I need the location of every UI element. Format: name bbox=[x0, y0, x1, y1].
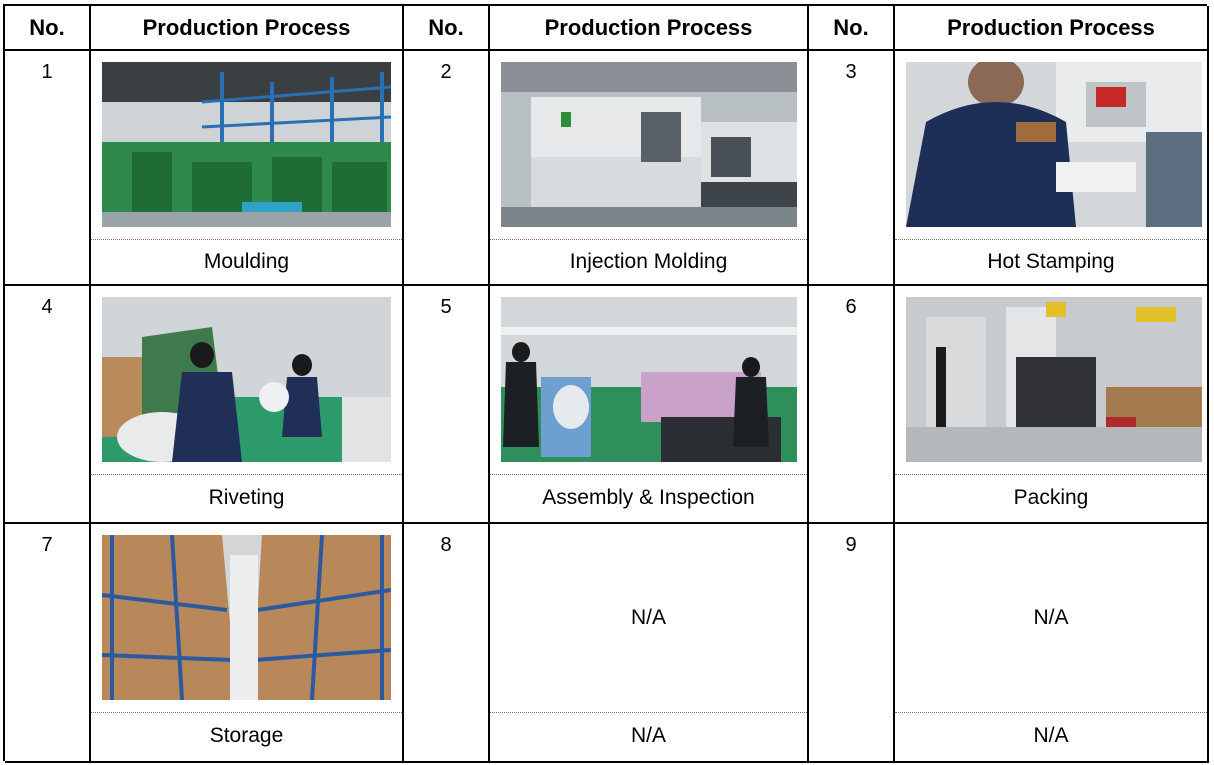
header-no-3: No. bbox=[809, 6, 895, 51]
process-cell-storage: Storage bbox=[91, 524, 404, 763]
row-number: 3 bbox=[809, 51, 895, 286]
process-cell-riveting: Riveting bbox=[91, 286, 404, 524]
process-caption: N/A bbox=[895, 711, 1207, 761]
row-number-text: 1 bbox=[41, 61, 53, 83]
header-no-1: No. bbox=[5, 6, 91, 51]
row-number: 2 bbox=[404, 51, 490, 286]
process-cell-na: N/A N/A bbox=[490, 524, 809, 763]
process-caption-text: N/A bbox=[630, 724, 666, 747]
process-cell-na: N/A N/A bbox=[895, 524, 1209, 763]
hot-stamping-photo bbox=[906, 62, 1202, 227]
process-caption-text: Moulding bbox=[203, 249, 290, 273]
photo-area bbox=[895, 286, 1207, 475]
row-number: 9 bbox=[809, 524, 895, 763]
row-number: 1 bbox=[5, 51, 91, 286]
header-process-label: Production Process bbox=[947, 14, 1155, 40]
header-process-1: Production Process bbox=[91, 6, 404, 51]
riveting-photo bbox=[102, 297, 391, 462]
process-cell-hot-stamping: Hot Stamping bbox=[895, 51, 1209, 286]
header-process-label: Production Process bbox=[544, 14, 753, 40]
photo-placeholder: N/A bbox=[490, 524, 807, 712]
header-no-2: No. bbox=[404, 6, 490, 51]
header-process-label: Production Process bbox=[142, 14, 351, 40]
process-caption-text: Storage bbox=[209, 724, 284, 747]
row-number-text: 5 bbox=[440, 296, 452, 318]
production-process-table: No. Production Process No. Production Pr… bbox=[3, 4, 1209, 763]
process-caption: N/A bbox=[490, 711, 807, 761]
assembly-inspection-photo bbox=[501, 297, 797, 462]
photo-placeholder-text: N/A bbox=[630, 606, 666, 629]
process-caption-text: Injection Molding bbox=[569, 249, 728, 273]
photo-area bbox=[91, 524, 402, 713]
process-caption: Moulding bbox=[91, 239, 402, 284]
row-number-text: 3 bbox=[845, 61, 857, 83]
row-number-text: 6 bbox=[845, 296, 857, 318]
header-process-2: Production Process bbox=[490, 6, 809, 51]
row-number-text: 7 bbox=[41, 534, 53, 556]
process-caption: Injection Molding bbox=[490, 239, 807, 284]
row-number: 4 bbox=[5, 286, 91, 524]
header-no-label: No. bbox=[29, 14, 65, 40]
row-number: 5 bbox=[404, 286, 490, 524]
photo-area bbox=[91, 286, 402, 475]
row-number-text: 2 bbox=[440, 61, 452, 83]
process-caption-text: Packing bbox=[1013, 486, 1089, 509]
process-caption-text: Assembly & Inspection bbox=[542, 486, 755, 509]
process-caption: Riveting bbox=[91, 474, 402, 522]
process-caption: Packing bbox=[895, 474, 1207, 522]
photo-placeholder-text: N/A bbox=[1033, 606, 1069, 629]
row-number: 8 bbox=[404, 524, 490, 763]
photo-area bbox=[91, 51, 402, 240]
process-caption: Assembly & Inspection bbox=[490, 474, 807, 522]
row-number: 7 bbox=[5, 524, 91, 763]
process-caption: Storage bbox=[91, 711, 402, 761]
photo-area: N/A bbox=[895, 524, 1207, 713]
packing-photo bbox=[906, 297, 1202, 462]
process-cell-packing: Packing bbox=[895, 286, 1209, 524]
header-process-3: Production Process bbox=[895, 6, 1209, 51]
photo-placeholder: N/A bbox=[895, 524, 1207, 712]
process-cell-injection-molding: Injection Molding bbox=[490, 51, 809, 286]
process-caption-text: Hot Stamping bbox=[987, 249, 1115, 273]
photo-area bbox=[490, 286, 807, 475]
row-number-text: 8 bbox=[440, 534, 452, 556]
row-number-text: 9 bbox=[845, 534, 857, 556]
process-caption-text: N/A bbox=[1033, 724, 1069, 747]
process-cell-moulding: Moulding bbox=[91, 51, 404, 286]
header-no-label: No. bbox=[428, 14, 464, 40]
photo-area: N/A bbox=[490, 524, 807, 713]
row-number: 6 bbox=[809, 286, 895, 524]
header-no-label: No. bbox=[833, 14, 869, 40]
process-caption: Hot Stamping bbox=[895, 239, 1207, 284]
process-cell-assembly-inspection: Assembly & Inspection bbox=[490, 286, 809, 524]
process-caption-text: Riveting bbox=[208, 486, 285, 509]
photo-area bbox=[490, 51, 807, 240]
storage-photo bbox=[102, 535, 391, 700]
moulding-photo bbox=[102, 62, 391, 227]
photo-area bbox=[895, 51, 1207, 240]
injection-molding-photo bbox=[501, 62, 797, 227]
row-number-text: 4 bbox=[41, 296, 53, 318]
